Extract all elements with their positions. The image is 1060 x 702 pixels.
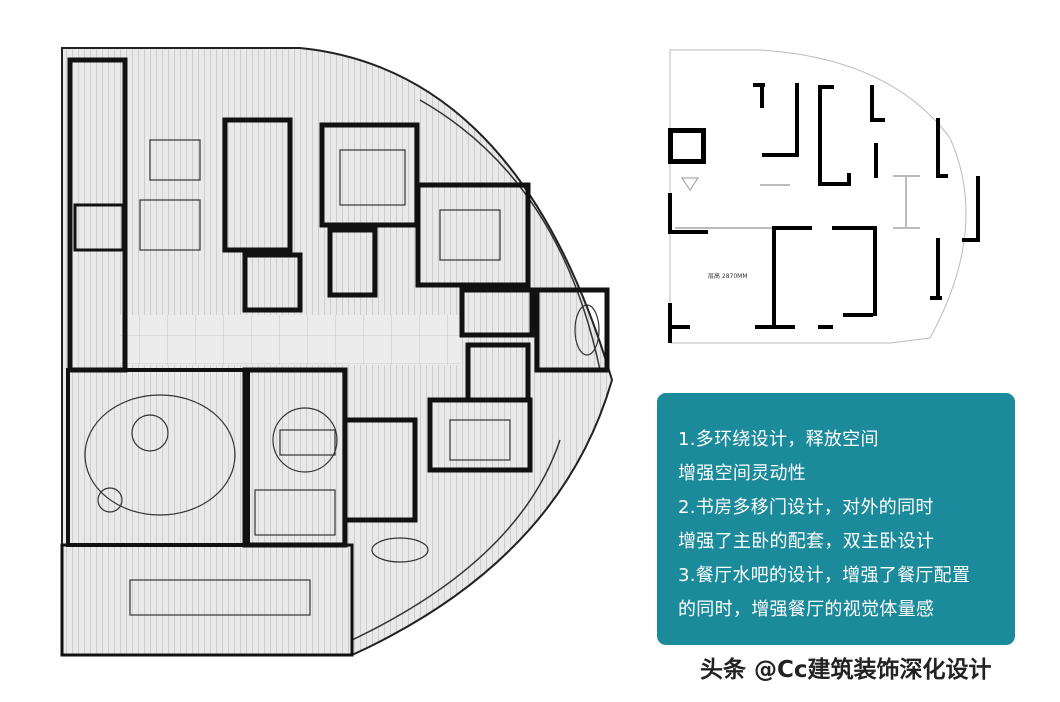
original-walls (668, 83, 980, 343)
walls (60, 57, 610, 657)
bath-master (534, 287, 610, 373)
note-line-3: 2.书房多移门设计，对外的同时 (678, 497, 934, 518)
design-notes-box: 1.多环绕设计，释放空间 增强空间灵动性 2.书房多移门设计，对外的同时 增强了… (657, 393, 1015, 645)
wash-room (342, 417, 418, 523)
note-line-6: 的同时，增强餐厅的视觉体量感 (678, 599, 935, 620)
balcony-curve-lower (351, 439, 561, 641)
original-floor-plan (668, 49, 980, 344)
bedroom-2 (319, 122, 420, 228)
master-bedroom (427, 397, 533, 473)
bath-2 (242, 252, 303, 313)
elevator-triangle-icon (681, 177, 699, 191)
corridor (120, 315, 460, 365)
living-rug (84, 394, 236, 516)
bedroom-3 (415, 182, 531, 288)
original-outline (669, 49, 967, 344)
note-line-2: 增强空间灵动性 (678, 463, 807, 484)
closet (459, 287, 535, 338)
note-line-4: 增强了主卧的配套，双主卧设计 (678, 531, 935, 552)
balcony-curve (419, 99, 601, 371)
redesigned-floor-plan (60, 47, 614, 657)
kitchen (222, 117, 293, 253)
original-partitions (675, 175, 920, 229)
furniture (84, 139, 600, 616)
watermark: 头条 @Cc建筑装饰深化设计 (700, 657, 992, 683)
ceiling-height-label: 层高 2870MM (708, 273, 748, 280)
terrace (60, 543, 354, 657)
note-line-1: 1.多环绕设计，释放空间 (678, 429, 879, 450)
elevator-shaft (73, 203, 125, 252)
note-line-5: 3.餐厅水吧的设计，增强了餐厅配置 (678, 565, 971, 586)
bath-1 (327, 227, 378, 298)
